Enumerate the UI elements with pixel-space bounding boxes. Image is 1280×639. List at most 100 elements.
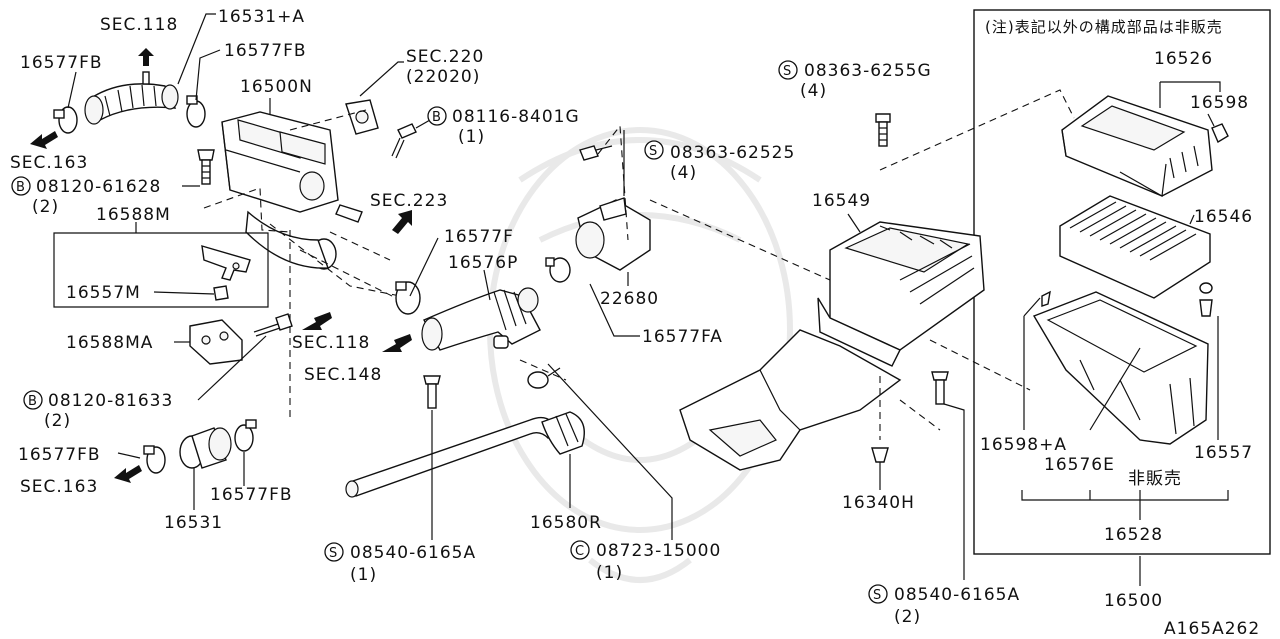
label-sec163-b[interactable]: SEC.163 bbox=[20, 477, 98, 497]
duct-16531[interactable] bbox=[179, 427, 232, 469]
label-16577fb-l[interactable]: 16577FB bbox=[18, 445, 101, 465]
bolt-08120-61628[interactable] bbox=[197, 149, 215, 185]
label-16546[interactable]: 16546 bbox=[1194, 207, 1253, 227]
label-16598a[interactable]: 16598+A bbox=[980, 435, 1067, 455]
label-16588m[interactable]: 16588M bbox=[96, 205, 171, 225]
label-16577fb-t[interactable]: 16577FB bbox=[224, 41, 307, 61]
bolt-08116[interactable] bbox=[391, 119, 431, 159]
s-symbol-08540-l: S bbox=[324, 542, 344, 562]
clip-16340h[interactable] bbox=[871, 447, 889, 476]
label-08363-6255g-qty: (4) bbox=[800, 81, 827, 101]
label-16576p[interactable]: 16576P bbox=[448, 253, 518, 273]
label-16557[interactable]: 16557 bbox=[1194, 443, 1253, 463]
arrow-left-sec163 bbox=[30, 131, 58, 149]
clamp-16577fa[interactable] bbox=[545, 257, 571, 283]
label-08723[interactable]: 08723-15000 bbox=[596, 541, 721, 561]
svg-text:B: B bbox=[28, 394, 37, 409]
label-22680[interactable]: 22680 bbox=[600, 289, 659, 309]
arrow-sec223 bbox=[392, 210, 412, 234]
hose-16576p[interactable] bbox=[421, 287, 541, 351]
screw-08540-r[interactable] bbox=[931, 371, 949, 405]
svg-text:S: S bbox=[783, 64, 791, 79]
label-08723-qty: (1) bbox=[596, 563, 623, 583]
clip-08723[interactable] bbox=[527, 367, 561, 389]
label-08116-qty: (1) bbox=[458, 127, 485, 147]
bracket-16588ma[interactable] bbox=[189, 319, 243, 365]
case-16557-16576e[interactable] bbox=[1032, 291, 1209, 445]
clip-16598a[interactable] bbox=[1041, 290, 1051, 307]
clamp-16577f[interactable] bbox=[395, 281, 421, 315]
s-symbol-08363-6255g: S bbox=[778, 60, 798, 80]
label-sec220[interactable]: SEC.220 bbox=[406, 47, 484, 67]
label-08363-6255g[interactable]: 08363-6255G bbox=[804, 61, 932, 81]
label-16531a[interactable]: 16531+A bbox=[218, 7, 305, 27]
b-symbol-08120-81633: B bbox=[23, 390, 43, 410]
part-labels: SEC.118 16531+A 16577FB 16577FB SEC.220 … bbox=[10, 7, 1260, 639]
svg-text:S: S bbox=[873, 588, 881, 603]
bolt-08120-81633[interactable] bbox=[253, 313, 293, 337]
leader-lines-right bbox=[1021, 81, 1229, 586]
label-16549[interactable]: 16549 bbox=[812, 191, 871, 211]
label-sec163-l[interactable]: SEC.163 bbox=[10, 153, 88, 173]
label-sec118-top[interactable]: SEC.118 bbox=[100, 15, 178, 35]
label-16500[interactable]: 16500 bbox=[1104, 591, 1163, 611]
clamp-16577fb-tl[interactable] bbox=[53, 106, 78, 134]
label-sec223[interactable]: SEC.223 bbox=[370, 191, 448, 211]
clamp-16577fb-b[interactable] bbox=[234, 419, 257, 452]
label-16598[interactable]: 16598 bbox=[1190, 93, 1249, 113]
label-sec148[interactable]: SEC.148 bbox=[304, 365, 382, 385]
label-sec118-m[interactable]: SEC.118 bbox=[292, 333, 370, 353]
svg-text:B: B bbox=[16, 180, 25, 195]
label-not-sold: 非販売 bbox=[1128, 469, 1182, 489]
clip-16598[interactable] bbox=[1211, 123, 1229, 144]
label-16576e[interactable]: 16576E bbox=[1044, 455, 1115, 475]
c-symbol-08723: C bbox=[570, 540, 590, 560]
label-16526[interactable]: 16526 bbox=[1154, 49, 1213, 69]
label-16500n[interactable]: 16500N bbox=[240, 77, 313, 97]
label-08120-61628[interactable]: 08120-61628 bbox=[36, 177, 161, 197]
airflow-meter-22680[interactable] bbox=[575, 130, 651, 271]
label-16531[interactable]: 16531 bbox=[164, 513, 223, 533]
clamp-16577fb-t[interactable] bbox=[186, 95, 206, 128]
b-symbol-08116: B bbox=[427, 106, 447, 126]
label-08363-62525[interactable]: 08363-62525 bbox=[670, 143, 795, 163]
label-16577fb-tl[interactable]: 16577FB bbox=[20, 53, 103, 73]
label-08120-61628-qty: (2) bbox=[32, 197, 59, 217]
label-16588ma[interactable]: 16588MA bbox=[66, 333, 153, 353]
bracket-group-16588m bbox=[53, 232, 269, 308]
tube-16580r[interactable] bbox=[345, 411, 585, 498]
grommet-16557[interactable] bbox=[1199, 282, 1213, 317]
diagram-code: A165A262 bbox=[1164, 619, 1260, 639]
air-cleaner-16549[interactable] bbox=[817, 221, 985, 367]
resonator-16500n[interactable] bbox=[221, 111, 363, 270]
clamp-16577fb-l[interactable] bbox=[143, 445, 166, 474]
label-08120-81633[interactable]: 08120-81633 bbox=[48, 391, 173, 411]
bracket-16588m[interactable] bbox=[201, 245, 251, 301]
label-16557m[interactable]: 16557M bbox=[66, 283, 141, 303]
leader-lines-middle bbox=[519, 89, 1075, 440]
label-08116[interactable]: 08116-8401G bbox=[452, 107, 580, 127]
cover-16526[interactable] bbox=[1061, 95, 1213, 197]
label-16577fb-b[interactable]: 16577FB bbox=[210, 485, 293, 505]
screw-08540-l[interactable] bbox=[423, 375, 441, 409]
svg-text:B: B bbox=[432, 110, 441, 125]
label-08540-r[interactable]: 08540-6165A bbox=[894, 585, 1020, 605]
label-leaders bbox=[67, 13, 965, 580]
svg-text:C: C bbox=[575, 544, 584, 559]
box-note: (注)表記以外の構成部品は非販売 bbox=[985, 18, 1223, 36]
label-08540-l[interactable]: 08540-6165A bbox=[350, 543, 476, 563]
screw-08363-6255g[interactable] bbox=[875, 113, 891, 147]
label-16577f[interactable]: 16577F bbox=[444, 227, 514, 247]
label-16528[interactable]: 16528 bbox=[1104, 525, 1163, 545]
arrow-sec148 bbox=[382, 334, 412, 352]
label-16577fa[interactable]: 16577FA bbox=[642, 327, 723, 347]
intake-duct-16531a[interactable] bbox=[84, 71, 179, 125]
label-16340h[interactable]: 16340H bbox=[842, 493, 915, 513]
screw-08363-62525[interactable] bbox=[579, 145, 613, 161]
element-16546[interactable] bbox=[1059, 195, 1211, 299]
bracket-lower-16549[interactable] bbox=[679, 329, 902, 471]
b-symbol-08120-61628: B bbox=[11, 176, 31, 196]
label-16580r[interactable]: 16580R bbox=[530, 513, 602, 533]
arrow-sec118-m bbox=[302, 312, 332, 330]
label-22020[interactable]: (22020) bbox=[406, 67, 480, 87]
